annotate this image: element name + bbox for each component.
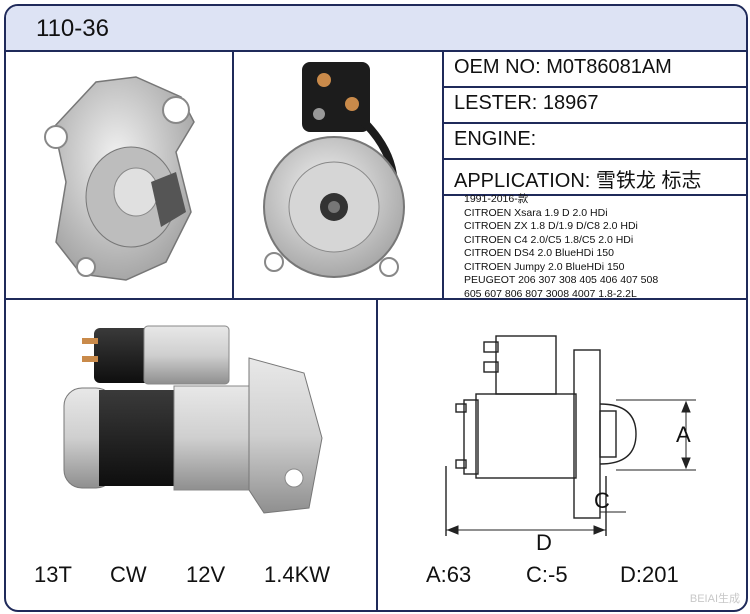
dimension-a-value: A:63 <box>426 562 472 587</box>
lester-row: LESTER: 18967 <box>444 86 746 124</box>
starter-side-photo <box>63 325 323 514</box>
starter-rear-photo <box>263 62 405 278</box>
application-item: CITROEN C4 2.0/C5 1.8/C5 2.0 HDi <box>464 233 634 246</box>
dimension-diagram: A C D <box>445 335 696 555</box>
part-code: 110-36 <box>36 15 109 42</box>
voltage: 12V <box>186 562 226 587</box>
divider <box>376 300 378 610</box>
application-item: 605 607 806 807 3008 4007 1.8-2.2L <box>464 287 637 300</box>
application-row: APPLICATION: 雪铁龙 标志 <box>444 158 746 196</box>
application-item: 1991-2016-款 <box>464 193 529 205</box>
spec-sheet: 110-36 OEM NO: M0T86081AM LESTER: 18967 … <box>4 4 748 612</box>
dimension-label-c: C <box>594 488 610 513</box>
rotation-direction: CW <box>110 562 147 587</box>
dimension-d-value: D:201 <box>620 562 679 587</box>
application-item: CITROEN ZX 1.8 D/1.9 D/C8 2.0 HDi <box>464 220 638 232</box>
application-list: 1991-2016-款 CITROEN Xsara 1.9 D 2.0 HDi … <box>464 193 744 301</box>
divider <box>232 50 234 300</box>
oem-number: OEM NO: M0T86081AM <box>454 56 672 78</box>
dimension-label-d: D <box>536 530 552 555</box>
application-item: CITROEN DS4 2.0 BlueHDi 150 <box>464 247 614 259</box>
teeth-count: 13T <box>34 562 72 587</box>
application-item: CITROEN Jumpy 2.0 BlueHDi 150 <box>464 260 625 273</box>
watermark: BEIAI生成 <box>689 593 740 605</box>
dimension-label-a: A <box>676 422 691 447</box>
application-item: CITROEN Xsara 1.9 D 2.0 HDi <box>464 206 608 219</box>
engine-label: ENGINE: <box>454 128 537 150</box>
starter-front-photo <box>44 76 195 281</box>
engine-row: ENGINE: <box>444 122 746 160</box>
header-bar: 110-36 <box>6 6 746 52</box>
application-label: APPLICATION: 雪铁龙 标志 <box>454 170 702 192</box>
divider <box>442 50 444 300</box>
oem-row: OEM NO: M0T86081AM <box>444 50 746 88</box>
application-item: PEUGEOT 206 307 308 405 406 407 508 <box>464 274 659 286</box>
power-rating: 1.4KW <box>264 562 331 587</box>
lester-number: LESTER: 18967 <box>454 92 599 114</box>
dimension-c-value: C:-5 <box>526 562 568 587</box>
divider <box>6 298 746 300</box>
